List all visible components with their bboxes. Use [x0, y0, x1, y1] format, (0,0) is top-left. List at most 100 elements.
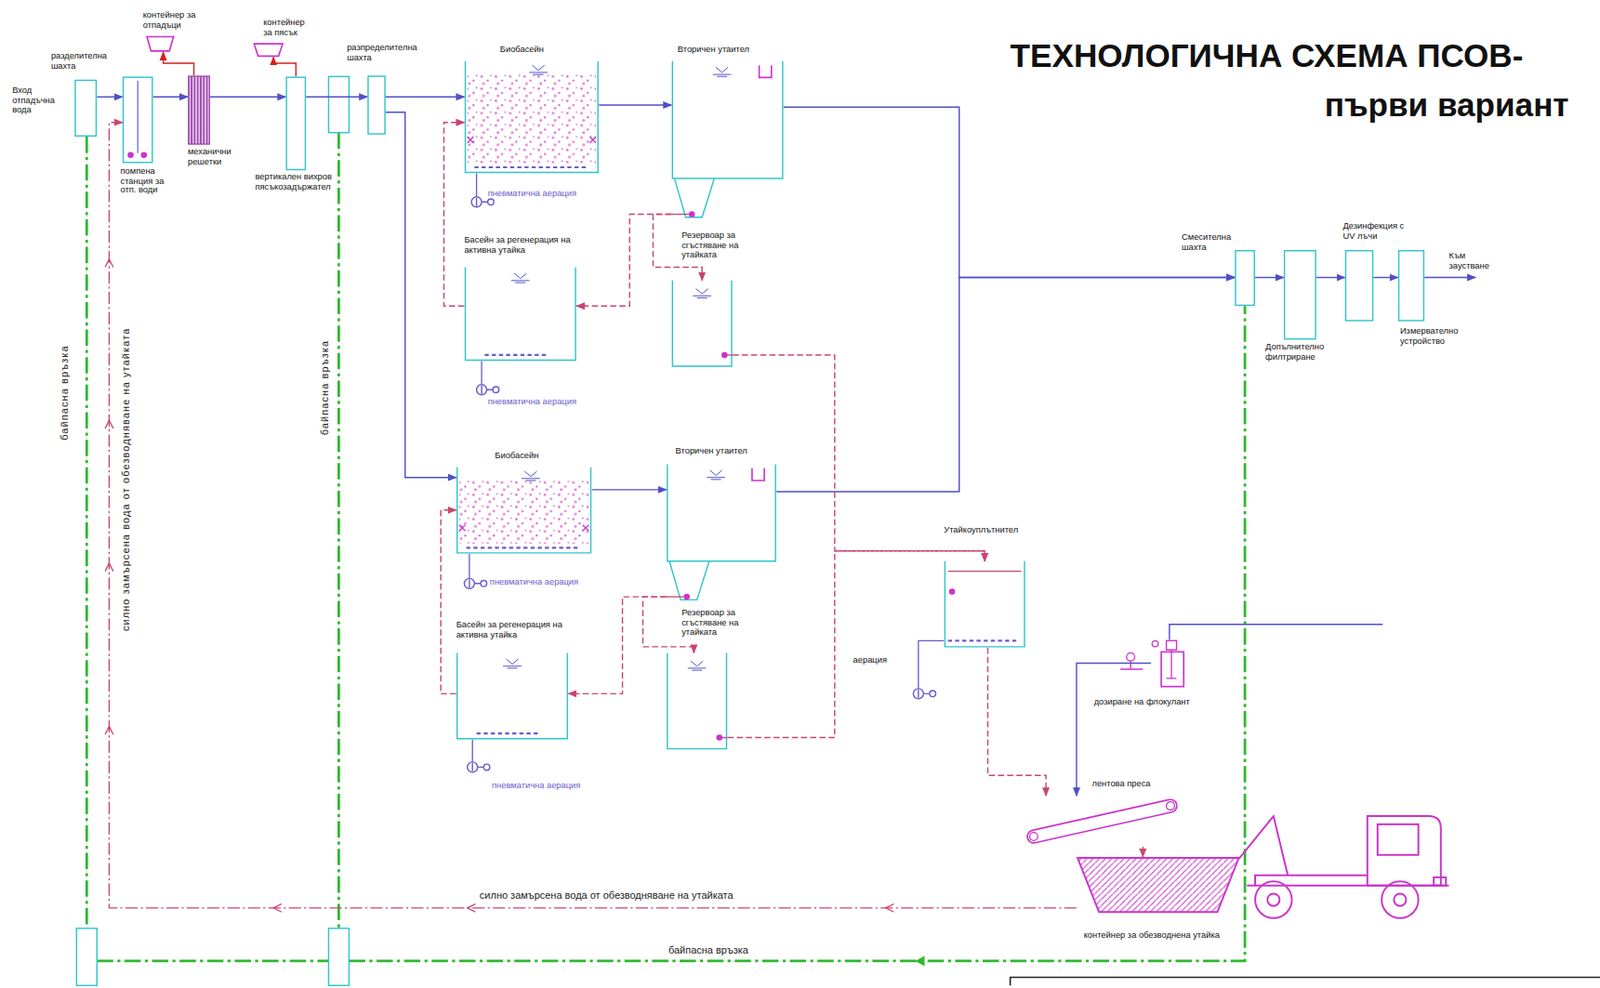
node-label: механични решетки	[187, 146, 239, 167]
truck	[1238, 816, 1449, 919]
flow-connector	[576, 213, 672, 306]
aeration-tank-outline-part	[467, 136, 475, 144]
truck-part	[1433, 877, 1446, 886]
truck-part	[1238, 816, 1288, 876]
bypass-shaft-part	[328, 928, 349, 986]
secondary-clarifier-outline-part	[713, 66, 732, 77]
flow-connector	[163, 52, 195, 76]
node-label: Басейн за регенерация на активна утайка	[456, 620, 590, 640]
secondary-clarifier: Вторичен утаител	[671, 61, 784, 220]
node-label: контейнер за отпадъци	[143, 10, 205, 30]
node-label: Дезинфекция с UV лъчи	[1342, 221, 1404, 241]
truck-part	[1367, 816, 1442, 886]
belt-press-outline-part	[1033, 806, 1171, 837]
mechanical-screen-outline	[187, 75, 211, 146]
aeration-label: пневматична аерация	[488, 188, 577, 199]
node-label: Утайкоуплътнител	[943, 525, 1041, 535]
thickening-tank-outline-part	[716, 734, 724, 741]
node-label: Измервателно устройство	[1400, 326, 1462, 346]
belt-press-outline-part	[1166, 802, 1176, 811]
flow-connector	[727, 551, 986, 739]
splitting-shaft-outline-part	[75, 79, 97, 136]
thickening-tank: Резервоар за сгъстяване на утайката	[671, 280, 733, 368]
dosing-gauge-part	[1120, 661, 1143, 670]
distribution-shaft-outline	[367, 75, 386, 135]
sand-container-outline	[252, 42, 284, 57]
flow-connector	[776, 277, 1235, 492]
bypass-shaft-part	[76, 928, 97, 986]
aeration-tank-outline-part	[459, 525, 466, 532]
secondary-clarifier-outline-part	[672, 61, 783, 179]
flocculant-dosing: дозиране на флокулант	[1150, 637, 1187, 689]
flow-connector	[385, 112, 457, 478]
waste-container: контейнер за отпадъци	[145, 35, 175, 53]
pump-station-outline-part	[127, 152, 134, 159]
bypass-line-part	[85, 136, 89, 929]
aeration-tank-outline-part	[589, 136, 596, 144]
thickening-tank-outline-part	[672, 280, 732, 367]
flocculant-pipe-part	[1169, 624, 1383, 640]
distribution-shaft: разпределителна шахта	[367, 75, 386, 135]
distribution-shaft-outline-part	[368, 76, 385, 134]
sludge-thickener: Утайкоуплътнител	[943, 561, 1026, 648]
node-label: вертикален вихров пясъкозадържател	[254, 171, 337, 192]
outlet-label: Към заустване	[1449, 251, 1501, 271]
bypass-label: байпасна връзка	[318, 340, 331, 436]
node-label: Биобасейн	[494, 450, 577, 461]
bypass-arrow	[915, 955, 926, 966]
aeration-tank-outline-part	[466, 546, 579, 549]
aeration-tank-outline-part	[465, 61, 599, 173]
pump-station-outline-part	[137, 80, 139, 154]
secondary-clarifier-outline-part	[688, 211, 696, 218]
flow-connector	[568, 596, 666, 694]
pump-station: помпена станция за отп. води	[122, 76, 154, 163]
bypass-shaft-part	[328, 76, 349, 133]
regeneration-tank: Басейн за регенерация на активна утайка	[463, 267, 577, 362]
air-blower-part	[463, 578, 487, 589]
aeration-label: пневматична аерация	[491, 781, 581, 792]
mixing-shaft: Смесителна шахта	[1234, 250, 1256, 306]
air-blower-part	[467, 762, 490, 773]
thickening-tank-outline-part	[667, 652, 728, 749]
waste-container-outline	[145, 35, 175, 53]
flow-connector	[1076, 662, 1151, 796]
sludge-container: контейнер за обезводнена утайка	[1076, 857, 1241, 913]
vortex-sand-trap-outline-part	[286, 77, 305, 170]
flow-connector	[1142, 846, 1144, 858]
secondary-clarifier-outline-part	[759, 65, 772, 78]
secondary-clarifier-outline-part	[674, 178, 715, 218]
truck-part	[1246, 875, 1449, 886]
regeneration-tank-outline-part	[476, 732, 539, 735]
flow-meter-outline	[1398, 250, 1426, 322]
aeration-label: пневматична аерация	[489, 577, 579, 587]
flow-connector	[153, 96, 188, 98]
regeneration-tank-outline	[456, 652, 569, 740]
aeration-tank-outline-part	[459, 479, 589, 544]
aeration-label: аерация	[853, 656, 887, 666]
discharge-line	[1424, 277, 1476, 278]
flow-connector	[592, 489, 667, 490]
sludge-container-outline	[1076, 857, 1241, 913]
thickening-tank-outline	[666, 652, 728, 750]
aeration-tank-outline-part	[528, 65, 548, 75]
sand-container-outline-part	[253, 43, 283, 56]
filter-unit: Допълнително филтриране	[1283, 250, 1317, 341]
truck-part	[1381, 881, 1419, 919]
regeneration-tank-outline	[463, 267, 577, 362]
dosing-gauge-part	[1126, 652, 1136, 662]
pump-station-outline	[122, 76, 154, 163]
belt-press: лентова преса	[1025, 795, 1179, 847]
flow-connector	[1373, 277, 1398, 278]
secondary-clarifier-outline-part	[683, 594, 690, 601]
regeneration-tank-outline-part	[511, 273, 530, 283]
pump-station-outline-part	[123, 77, 153, 163]
node-label: разпределителна шахта	[346, 42, 424, 63]
sludge-thickener-outline-part	[948, 639, 1018, 642]
secondary-clarifier-outline-part	[752, 468, 765, 481]
vortex-sand-trap-outline	[285, 76, 306, 171]
regeneration-tank: Басейн за регенерация на активна утайка	[456, 652, 569, 740]
bypass-line-part	[96, 305, 1245, 962]
node-label: Вторичен утаител	[677, 44, 791, 54]
